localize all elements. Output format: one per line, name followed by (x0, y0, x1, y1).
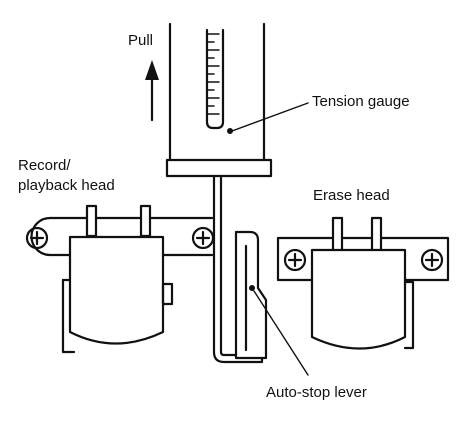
gauge-scale-ticks (206, 33, 220, 115)
pull-arrow (145, 60, 159, 122)
tension-gauge-label: Tension gauge (312, 93, 410, 110)
pull-label: Pull (128, 32, 154, 49)
auto-stop-lever (234, 230, 309, 376)
record-playback-head (61, 204, 174, 354)
auto-stop-lever-label: Auto-stop lever (266, 384, 367, 401)
record-playback-head-label-line1: Record/ (18, 157, 71, 174)
erase-head-label: Erase head (313, 187, 390, 204)
tension-gauge (165, 22, 309, 178)
erase-head (276, 216, 450, 350)
record-playback-head-label-line2: playback head (18, 177, 115, 194)
